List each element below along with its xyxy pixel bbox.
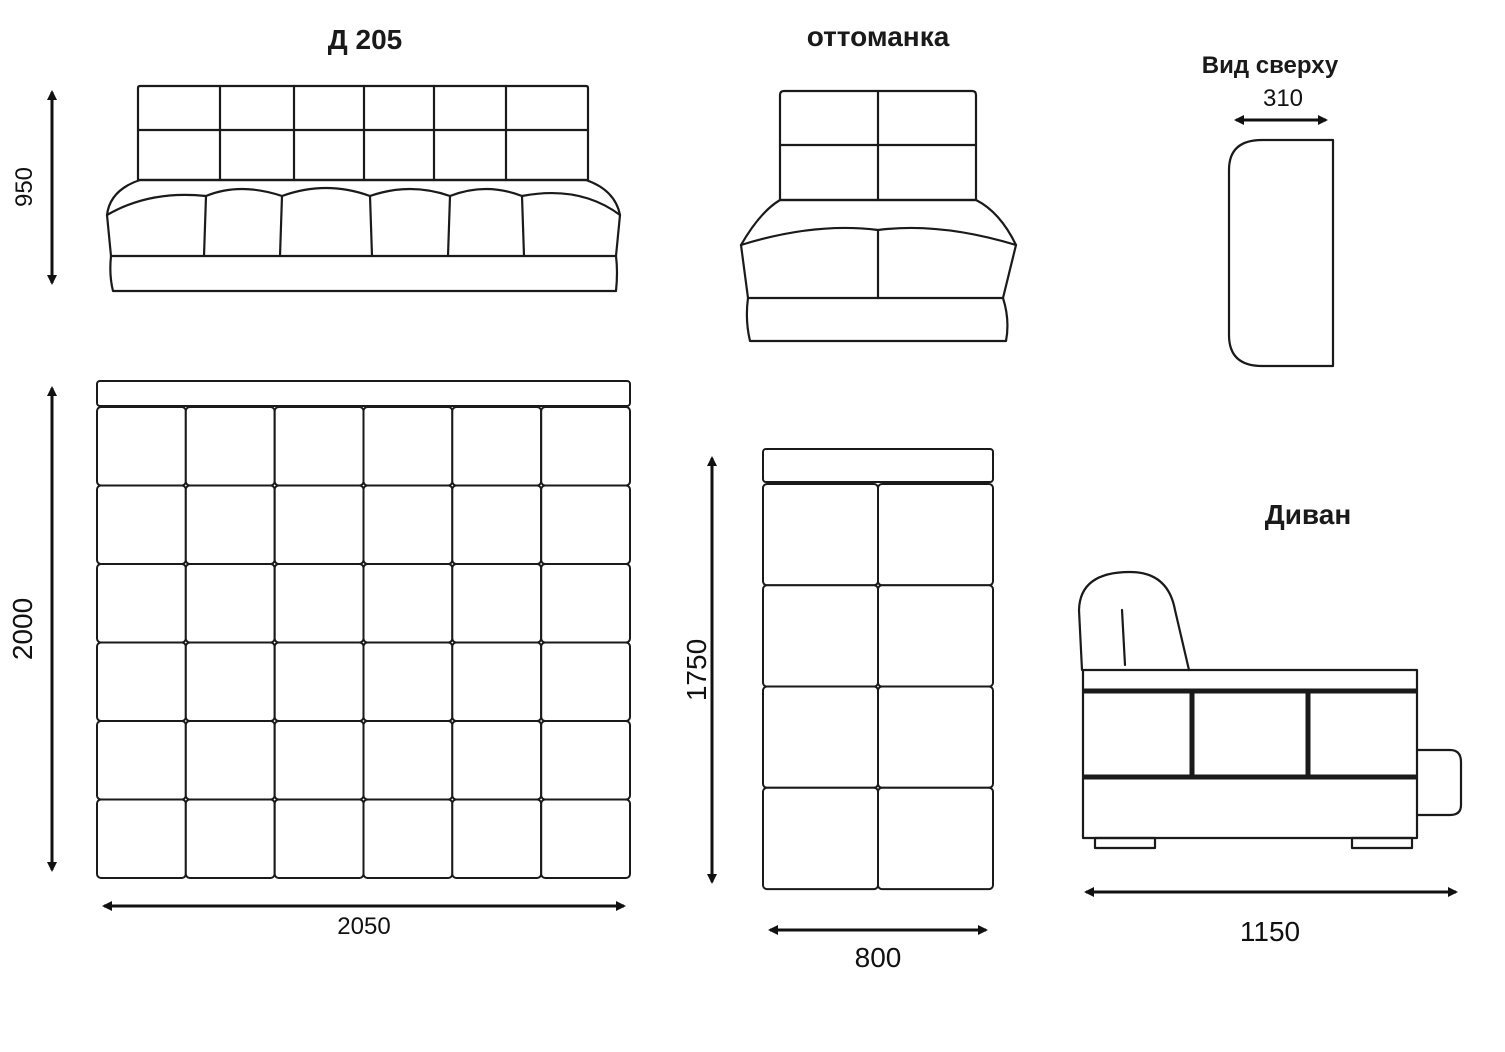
sofa-cushion-cell <box>96 641 187 722</box>
sofa-cushion-cell <box>451 563 543 644</box>
sofa-cushion-cell <box>96 563 187 644</box>
ottoman-cushion-cell <box>762 483 879 587</box>
sofa-cushion-cell <box>362 720 454 801</box>
sofa-cushion-cell <box>184 641 276 722</box>
ottoman-cushion-cell <box>762 584 879 688</box>
sofa-cushion-cell <box>184 484 276 565</box>
sofa-cushion-cell <box>362 641 454 722</box>
sofa-cushion-cell <box>273 641 365 722</box>
sofa-cushion-cell <box>540 641 632 722</box>
sofa-cushion-cell <box>451 406 543 487</box>
sofa-title: Д 205 <box>328 24 402 55</box>
ottoman-front-view <box>739 89 1018 343</box>
sofa-cushion-cell <box>273 720 365 801</box>
sofa-cushion-cell <box>273 484 365 565</box>
sofa-cushion-cell <box>96 484 187 565</box>
sofa-cushion-cell <box>362 798 454 879</box>
ottoman-cushion-cell <box>762 685 879 789</box>
ottoman-width-label: 800 <box>855 942 902 973</box>
sofa-cushion-cell <box>362 406 454 487</box>
sofa-cushion-cell <box>96 406 187 487</box>
sofa-cushion-cell <box>96 798 187 879</box>
ottoman-cushion-cell <box>877 483 994 587</box>
sofa-cushion-cell <box>362 563 454 644</box>
ottoman-title: оттоманка <box>807 21 950 52</box>
sofa-cushion-cell <box>451 798 543 879</box>
ottoman-depth-label: 1750 <box>681 639 712 701</box>
sofa-cushion-cell <box>540 563 632 644</box>
ottoman-cushion-cell <box>762 786 879 891</box>
ottoman-cushion-cell <box>877 786 994 891</box>
sofa-cushion-cell <box>451 484 543 565</box>
sofa-cushion-cell <box>184 720 276 801</box>
sofa-cushion-cell <box>273 563 365 644</box>
top-view-shape <box>1227 138 1335 368</box>
sofa-cushion-cell <box>540 720 632 801</box>
sofa-cushion-cell <box>184 406 276 487</box>
ottoman-cushion-cell <box>877 584 994 688</box>
sofa-cushion-cell <box>362 484 454 565</box>
sofa-top-grid <box>96 380 632 879</box>
divan-title: Диван <box>1265 499 1352 530</box>
sofa-height-label: 950 <box>11 167 38 207</box>
sofa-cushion-cell <box>184 798 276 879</box>
sofa-cushion-cell <box>540 484 632 565</box>
divan-side-view <box>1077 570 1463 850</box>
sofa-cushion-cell <box>273 798 365 879</box>
top-view-title: Вид сверху <box>1202 52 1339 79</box>
divan-width-label: 1150 <box>1240 916 1300 947</box>
ottoman-top-grid <box>762 448 994 891</box>
sofa-cushion-cell <box>540 406 632 487</box>
sofa-cushion-cell <box>184 563 276 644</box>
sofa-width-label: 2050 <box>337 913 390 940</box>
sofa-cushion-cell <box>273 406 365 487</box>
sofa-cushion-cell <box>96 720 187 801</box>
ottoman-cushion-cell <box>877 685 994 789</box>
sofa-cushion-cell <box>451 720 543 801</box>
sofa-cushion-cell <box>451 641 543 722</box>
sofa-front-view <box>105 84 622 293</box>
top-view-width-label: 310 <box>1263 85 1303 112</box>
sofa-cushion-cell <box>540 798 632 879</box>
sofa-depth-label: 2000 <box>7 598 38 660</box>
